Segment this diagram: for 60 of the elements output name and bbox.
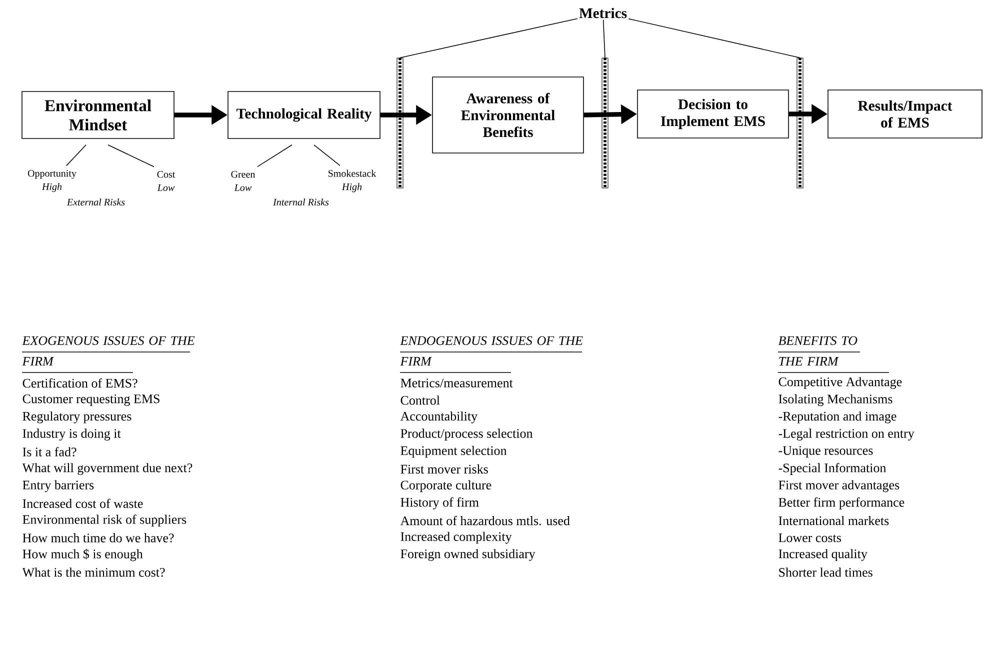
leader-line — [314, 144, 340, 166]
list-item: Foreign owned subsidiary — [400, 549, 536, 561]
leader-line — [66, 144, 86, 166]
connector-line — [628, 18, 800, 58]
list-item: Lower costs — [778, 533, 841, 542]
list-item: How much $ is enough — [22, 548, 143, 562]
metrics-label: Metrics — [579, 8, 627, 18]
process-box: Results/Impact of EMS — [828, 90, 982, 138]
list-item: Metrics/measurement — [400, 378, 513, 388]
list-item: Is it a fad? — [22, 447, 76, 456]
process-box: Decision to Implement EMS — [637, 90, 789, 138]
list-item: Control — [400, 396, 440, 405]
list-item: Isolating Mechanisms — [778, 394, 892, 406]
process-box: Environmental Mindset — [22, 91, 174, 139]
column-heading: EXOGENOUS ISSUES OF THE FIRM — [22, 336, 195, 373]
risk-caption: Internal Risks — [273, 198, 329, 206]
list-item: -Special Information — [778, 463, 886, 475]
list-item: Equipment selection — [400, 446, 507, 458]
list-item: Increased quality — [778, 549, 868, 561]
list-item: Certification of EMS? — [22, 378, 138, 388]
list-item: -Legal restriction on entry — [778, 428, 914, 440]
risk-label: Green Low — [231, 170, 256, 192]
list-item: Entry barriers — [22, 480, 94, 492]
list-item: Regulatory pressures — [22, 411, 132, 424]
list-item: Product/process selection — [400, 428, 533, 440]
risk-caption: External Risks — [66, 198, 125, 206]
list-item: First mover risks — [400, 464, 488, 474]
list-item: Increased cost of waste — [22, 498, 143, 508]
list-item: First mover advantages — [778, 480, 900, 492]
list-item: What will government due next? — [22, 463, 192, 475]
connector-line — [400, 18, 578, 58]
process-box: Technological Reality — [228, 91, 380, 139]
list-item: Better firm performance — [778, 497, 904, 510]
connector-line — [602, 19, 606, 58]
list-item: Amount of hazardous mtls. used — [400, 516, 570, 526]
list-item: Increased complexity — [400, 532, 512, 544]
list-item: Environmental risk of suppliers — [22, 514, 186, 527]
list-item: How much time do we have? — [22, 533, 174, 542]
list-item: -Reputation and image — [778, 411, 896, 424]
column-heading: ENDOGENOUS ISSUES OF THE FIRM — [400, 336, 583, 373]
risk-label: Smokestack High — [328, 170, 376, 192]
risk-label: Opportunity High — [28, 170, 76, 192]
list-item: Competitive Advantage — [778, 377, 902, 389]
dotted-bar — [396, 58, 404, 188]
dotted-bar — [796, 58, 804, 188]
leader-line — [108, 144, 154, 168]
leader-line — [257, 144, 292, 168]
list-item: What is the minimum cost? — [22, 568, 165, 577]
list-item: Corporate culture — [400, 480, 492, 492]
column-heading: BENEFITS TO THE FIRM — [778, 336, 890, 373]
process-box: Awareness of Environmental Benefits — [432, 76, 584, 154]
list-item: Customer requesting EMS — [22, 394, 160, 406]
risk-label: Cost Low — [157, 170, 176, 192]
list-item: History of firm — [400, 497, 479, 510]
list-item: Accountability — [400, 411, 478, 424]
list-item: Shorter lead times — [779, 568, 872, 577]
dotted-bar — [602, 58, 608, 188]
list-item: -Unique resources — [778, 446, 873, 458]
list-item: International markets — [778, 516, 889, 526]
list-item: Industry is doing it — [22, 428, 121, 440]
